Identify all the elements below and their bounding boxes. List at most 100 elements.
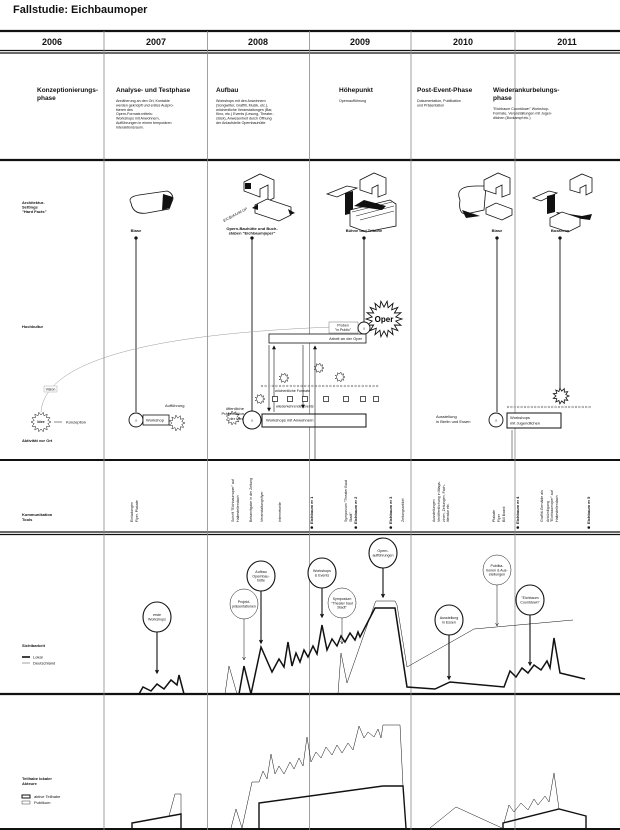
phase-description-line: der Anlaufstelle Opernbauhütte (216, 121, 266, 125)
phase-title: Konzeptionierungs- (37, 87, 98, 94)
dot-icon (510, 405, 513, 409)
communication-item: Bekanntgabe in der Zeitung (249, 478, 253, 522)
auffuehrung-starburst-icon (168, 414, 186, 432)
phase-description-line: Kino, etc.) Events (Lesung, Theater- (216, 112, 274, 116)
dot-icon (365, 384, 368, 388)
dot-icon (347, 384, 350, 388)
communication-item: Eichbaum er 2 (353, 496, 358, 524)
legend-deutschland: Deutschland (33, 661, 55, 666)
communication-item: Flyer, Plakate (135, 500, 139, 522)
workshop-box (142, 414, 170, 426)
row-label-sichtbarkeit: Sichtbarkeit (22, 643, 46, 648)
oeffentliche-praesentation-label: der Idee (229, 416, 244, 421)
exclamation-label: ! (135, 418, 136, 423)
row-label-aktivitaet: Aktivität vor Ort (22, 438, 53, 443)
ausstellung-label: Ausstellung (436, 414, 457, 419)
workshops-anwohnern-label: Workshops mit Anwohnern (266, 418, 314, 423)
wiederkehrende-events-label: wiederkehrende Events (276, 405, 314, 409)
communication-item: Haltestellendach (555, 495, 559, 522)
event-bubble-label: erste (153, 613, 161, 617)
event-square-icon (302, 396, 308, 402)
communication-item: Eichbaum er 4 (515, 496, 520, 524)
dot-icon (527, 405, 530, 409)
event-bubble-label: Publika- (491, 564, 505, 568)
arbeit-oper-box (268, 333, 367, 344)
event-bubble-label: & Events (315, 573, 330, 577)
setting-label-2008: Opern-Bauhütte und Buch- (226, 226, 278, 231)
phases: Konzeptionierungs- phase Analyse- und Te… (37, 87, 559, 129)
event-bubble-label: Workshops (148, 617, 166, 621)
workshop-label: Workshop (146, 418, 165, 423)
row-label-architektur: Settings (22, 205, 39, 210)
arbeit-oper-label: Arbeit an der Oper (329, 336, 363, 341)
dot-icon (530, 405, 533, 409)
dot-icon (268, 384, 271, 388)
exclamation-circle-icon (242, 410, 262, 430)
arrow-head-icon (381, 593, 385, 599)
publikum-line (429, 806, 503, 829)
dot-icon (350, 384, 354, 388)
dot-icon (358, 384, 361, 388)
event-bubble (368, 537, 398, 569)
publikum-line (503, 772, 560, 824)
dot-icon (376, 384, 379, 388)
lokal-line (238, 607, 586, 695)
event-bubble (482, 554, 512, 586)
dot-icon (520, 405, 523, 409)
legend-publikum-swatch (21, 800, 31, 805)
phase-title: Aufbau (216, 87, 238, 94)
year-2009: 2009 (350, 37, 370, 47)
boxarena-building-icon (531, 173, 593, 233)
setting-label-2009: Bühne und Tribüne (346, 228, 383, 233)
phase-description-line: werden geknüpft und erstes Auspro- (116, 103, 175, 107)
dot-icon (540, 405, 544, 409)
dot-icon (568, 405, 571, 409)
dot-icon (588, 405, 591, 409)
dot-icon (557, 405, 561, 409)
communication-item: Einladungen (130, 502, 134, 522)
phase-description-line: Formate, Veranstaltungen mit Jugen- (493, 111, 553, 115)
bullet-icon (516, 526, 520, 529)
phase-description-line: Dokumentation, Publikation (417, 99, 461, 103)
vision-curve (40, 325, 367, 413)
exclamation-circle-icon (488, 412, 504, 428)
event-bubble-label: Symposium (333, 597, 352, 601)
event-bubble-label: "Eichbaum (521, 596, 538, 600)
dot-icon (354, 384, 357, 388)
dot-icon (554, 405, 557, 409)
setting-label-2011: Boxarena (551, 228, 570, 233)
auffuehrung-label: Aufführung (165, 403, 185, 408)
year-2010: 2010 (453, 37, 473, 47)
event-bubble (307, 557, 337, 589)
communication-item: Haltestellendach (236, 495, 240, 522)
phase-description-line: Interaktionsraum. (116, 125, 144, 129)
event-bubble-label: tionen & Aus- (486, 568, 508, 572)
dot-icon (314, 384, 318, 388)
process-flow: Vision Idee Konzeption ! Workshop Auffüh… (30, 299, 591, 460)
communication-item: Eichbaum er 1 (309, 496, 314, 524)
dot-icon (368, 384, 372, 388)
dot-icon (564, 405, 567, 409)
workshops-jugendlichen-box (506, 412, 562, 429)
dot-icon (547, 405, 550, 409)
phase-description-line: Annäherung an den Ort, Kontakte (116, 99, 170, 103)
dot-icon (300, 384, 303, 388)
communication-item: Eichbaum er 5 (586, 496, 591, 524)
dot-icon (537, 405, 540, 409)
row-labels: Architektur- Settings "Hard Facts" Hochk… (21, 200, 61, 805)
phase-description-line: Workshops mit Anwohnern, (116, 117, 160, 121)
dot-icon (523, 405, 527, 409)
setting-label-2008: staben "Eichbaum|oper" (229, 231, 276, 236)
year-2008: 2008 (248, 37, 268, 47)
idee-starburst-icon (30, 411, 52, 433)
legend-lokal: Lokal (33, 655, 43, 660)
event-bubble-label: präsentationen (232, 604, 256, 608)
event-bubble (246, 560, 276, 592)
dot-icon (296, 384, 300, 388)
dot-icon (282, 384, 285, 388)
dot-icon (571, 405, 574, 409)
aktive-teilhabe-line (258, 785, 407, 829)
event-bubble (142, 601, 172, 633)
phase-title: Wiederankurbelungs- (493, 87, 559, 94)
phase-description-line: (Songwriter, Graffiti, Musik, etc.), (216, 103, 268, 107)
